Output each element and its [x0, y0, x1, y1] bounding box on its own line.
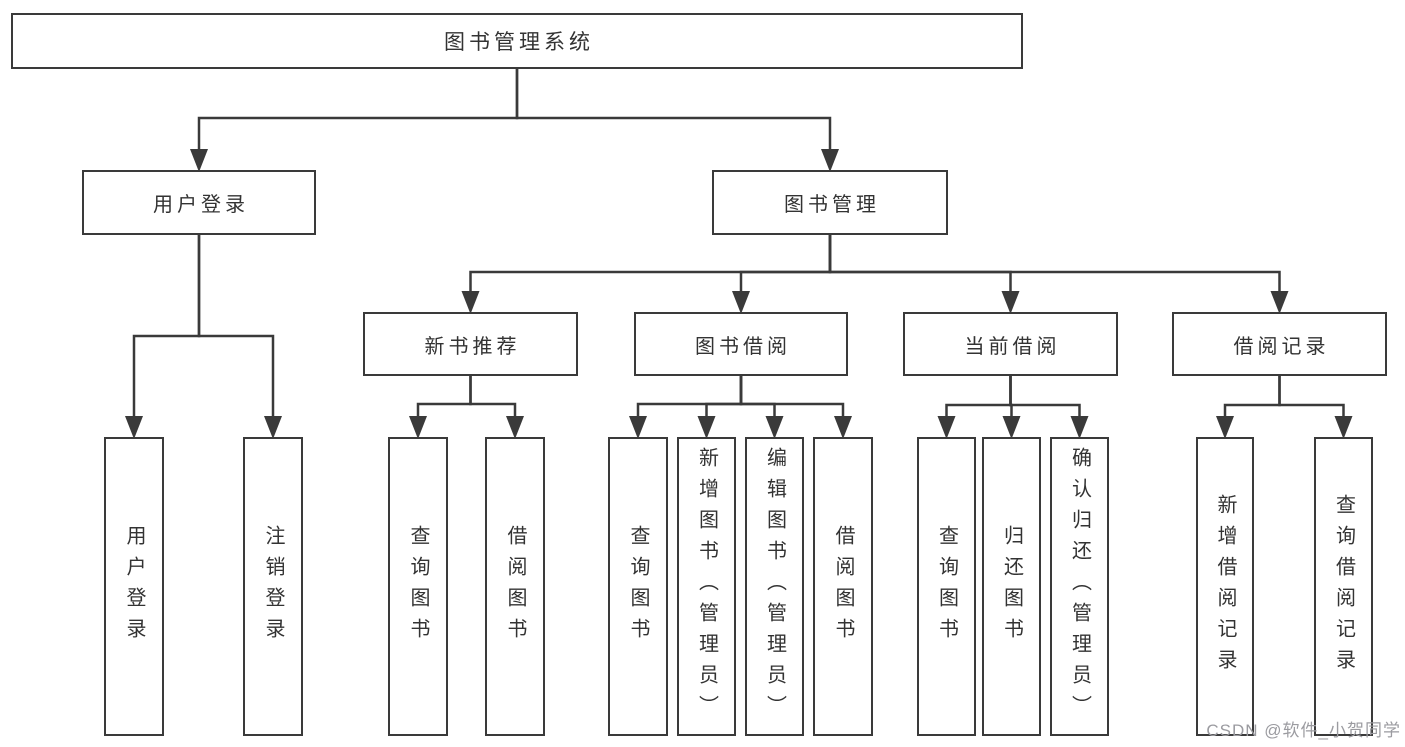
- node-borrow-records: 借阅记录: [1172, 312, 1387, 376]
- node-label: 新书推荐: [424, 335, 521, 358]
- edge-line: [739, 376, 845, 419]
- edge-line: [416, 376, 472, 419]
- node-label: 新增图书（管理员）: [695, 447, 718, 726]
- arrowhead-icon: [506, 416, 524, 439]
- edge-line: [636, 376, 743, 419]
- node-leaf-confirm-return: 确认归还（管理员）: [1050, 437, 1109, 736]
- node-leaf-user-login: 用户登录: [104, 437, 164, 736]
- edge-line: [469, 235, 832, 294]
- node-label: 查询图书: [407, 524, 429, 649]
- edge-line: [1278, 376, 1345, 419]
- node-label: 借阅图书: [504, 524, 526, 649]
- edge-line: [469, 376, 517, 419]
- arrowhead-icon: [697, 416, 716, 439]
- arrowhead-icon: [765, 416, 784, 439]
- arrowhead-icon: [1270, 291, 1289, 314]
- node-label: 当前借阅: [964, 335, 1061, 358]
- arrowhead-icon: [1002, 416, 1021, 439]
- node-label: 图书借阅: [695, 335, 791, 358]
- node-label: 用户登录: [153, 194, 249, 216]
- arrowhead-icon: [125, 416, 143, 439]
- edge-line: [197, 69, 519, 152]
- edge-line: [197, 235, 275, 419]
- arrowhead-icon: [409, 416, 427, 439]
- node-label: 新增借阅记录: [1214, 493, 1236, 680]
- node-label: 归还图书: [1000, 524, 1023, 649]
- node-label: 注销登录: [262, 524, 284, 649]
- node-leaf-add-borrow-record: 新增借阅记录: [1196, 437, 1254, 736]
- edge-line: [515, 69, 832, 152]
- node-leaf-add-book: 新增图书（管理员）: [677, 437, 736, 736]
- node-label: 图书管理系统: [444, 31, 594, 54]
- arrowhead-icon: [1216, 416, 1234, 439]
- node-label: 借阅图书: [832, 524, 854, 649]
- arrowhead-icon: [821, 149, 839, 172]
- watermark: CSDN @软件_小贺同学: [1206, 721, 1401, 740]
- arrowhead-icon: [1001, 291, 1020, 314]
- arrowhead-icon: [629, 416, 647, 439]
- node-label: 查询图书: [627, 524, 649, 649]
- edge-line: [828, 235, 1012, 294]
- node-leaf-query-borrow-record: 查询借阅记录: [1314, 437, 1373, 736]
- arrowhead-icon: [461, 291, 480, 314]
- edge-line: [705, 376, 743, 419]
- arrowhead-icon: [732, 291, 750, 314]
- arrowhead-icon: [1070, 416, 1089, 439]
- node-leaf-query-book-borrow: 查询图书: [608, 437, 668, 736]
- node-leaf-edit-book: 编辑图书（管理员）: [745, 437, 804, 736]
- node-user-login: 用户登录: [82, 170, 316, 235]
- arrowhead-icon: [834, 416, 852, 439]
- node-current-borrow: 当前借阅: [903, 312, 1118, 376]
- node-label: 借阅记录: [1233, 335, 1330, 358]
- node-leaf-borrow-book-new: 借阅图书: [485, 437, 545, 736]
- node-book-mgmt: 图书管理: [712, 170, 948, 235]
- edge-line: [1009, 376, 1081, 419]
- node-leaf-return-book: 归还图书: [982, 437, 1041, 736]
- node-leaf-logout: 注销登录: [243, 437, 303, 736]
- node-root: 图书管理系统: [11, 13, 1023, 69]
- edge-line: [945, 376, 1012, 419]
- arrowhead-icon: [1334, 416, 1353, 439]
- edge-line: [739, 376, 776, 419]
- edge-line: [739, 235, 832, 294]
- node-label: 用户登录: [123, 524, 145, 649]
- arrowhead-icon: [264, 416, 282, 439]
- node-label: 编辑图书（管理员）: [763, 447, 786, 726]
- node-book-borrow: 图书借阅: [634, 312, 848, 376]
- node-leaf-query-book-current: 查询图书: [917, 437, 976, 736]
- arrowhead-icon: [937, 416, 956, 439]
- node-leaf-query-book-new: 查询图书: [388, 437, 448, 736]
- node-label: 查询图书: [935, 524, 958, 649]
- node-new-book-rec: 新书推荐: [363, 312, 578, 376]
- node-label: 查询借阅记录: [1332, 493, 1355, 680]
- node-leaf-borrow-book: 借阅图书: [813, 437, 873, 736]
- arrowhead-icon: [190, 149, 208, 172]
- edge-line: [1223, 376, 1281, 419]
- edge-line: [828, 235, 1281, 294]
- node-label: 图书管理: [784, 194, 880, 216]
- edge-line: [132, 235, 201, 419]
- node-label: 确认归还（管理员）: [1068, 447, 1091, 726]
